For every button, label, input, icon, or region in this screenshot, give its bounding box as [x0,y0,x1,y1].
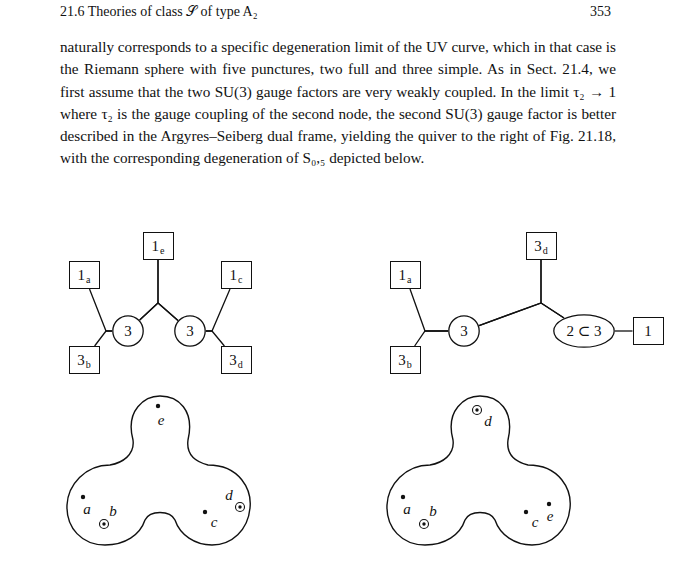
quiver-edge [415,331,448,346]
quiver-edge [140,303,178,320]
puncture-label: c [211,514,218,531]
node-subscript: a [407,274,411,285]
node-label: 3 [77,352,85,369]
quiver-edge [90,289,113,331]
page-number: 353 [590,4,611,20]
node-outline [113,316,143,346]
puncture-label: e [158,412,165,429]
flavor-box: 1e [143,232,174,260]
quiver-edge [541,260,564,318]
puncture-label: d [484,413,492,430]
quiver-edge [140,260,158,320]
flavor-box: 3d [526,232,557,260]
full-puncture [473,406,482,415]
flavor-box: 1a [69,261,100,289]
node-label: 1 [152,238,160,255]
quiver-edge [479,303,564,326]
flavor-box: 3d [221,346,252,374]
full-puncture [422,522,425,525]
body-paragraph: naturally corresponds to a specific dege… [60,36,616,170]
quiver-edge [158,260,178,320]
node-subscript: b [407,359,412,370]
simple-puncture [156,404,160,408]
node-label: 3 [229,352,237,369]
quiver-edge [95,331,112,346]
node-subscript: d [238,359,243,370]
node-label: 3 [124,323,132,340]
quiver-edge [206,331,224,346]
quiver-edge [479,260,541,326]
node-label: 1 [230,267,238,284]
flavor-box: 1c [221,261,252,289]
node-label: 3 [460,323,468,340]
flavor-box: 1 [633,317,664,345]
quiver-edge [206,289,230,331]
full-puncture [102,522,105,525]
simple-puncture [401,495,405,499]
node-label: 2 ⊂ 3 [566,322,601,340]
gauge-node: 3 [112,315,144,347]
running-head: 21.6 Theories of class 𝒮 of type A₂ [60,4,258,20]
puncture-label: b [109,503,117,520]
full-puncture [236,503,245,512]
surface-right [387,396,570,545]
puncture-label: d [225,487,233,504]
node-label: 1 [644,323,652,340]
full-puncture [420,520,429,529]
node-outline [175,316,205,346]
puncture-label: a [83,501,91,518]
flavor-box: 3b [69,346,100,374]
simple-puncture [547,502,551,506]
gauge-ellipse: 2 ⊂ 3 [553,314,615,348]
node-subscript: b [86,359,91,370]
surface-left [67,396,250,545]
surface-outline [67,396,250,545]
quiver-edge [410,289,448,331]
node-subscript: a [86,274,90,285]
puncture-label: b [429,503,437,520]
puncture-label: e [547,508,554,525]
surface-outline [387,396,570,545]
node-subscript: d [543,245,548,256]
full-puncture [100,520,109,529]
node-outline [554,315,614,347]
node-label: 1 [399,267,407,284]
simple-puncture [203,510,207,514]
gauge-node: 3 [174,315,206,347]
simple-puncture [524,510,528,514]
flavor-box: 1a [390,261,421,289]
puncture-label: a [403,501,411,518]
node-outline [449,316,479,346]
full-puncture [238,505,241,508]
node-label: 3 [534,238,542,255]
simple-puncture [81,495,85,499]
full-puncture [475,408,478,411]
gauge-node: 3 [448,315,480,347]
node-label: 1 [78,267,86,284]
node-label: 3 [398,352,406,369]
quiver-edge [615,330,633,331]
node-label: 3 [186,323,194,340]
flavor-box: 3b [390,346,421,374]
node-subscript: c [238,274,242,285]
puncture-label: c [532,514,539,531]
node-subscript: e [160,245,164,256]
